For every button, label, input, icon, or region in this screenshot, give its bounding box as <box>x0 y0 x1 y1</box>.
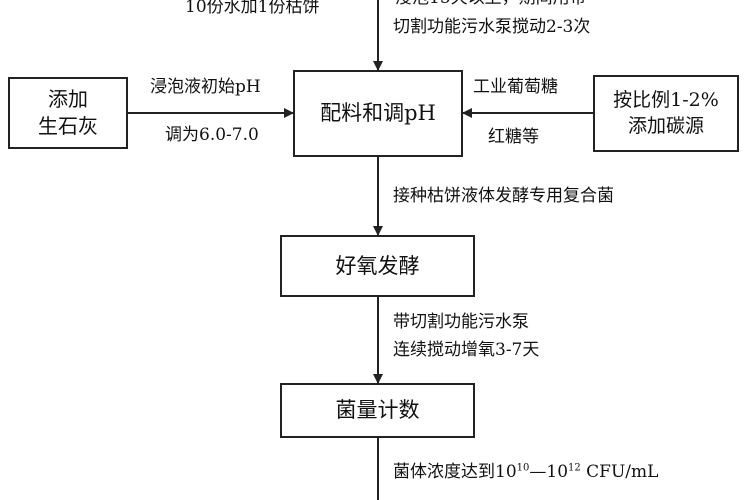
add-carbon-line1: 按比例1-2% <box>613 88 719 111</box>
add-lime-line1: 添加 <box>48 87 88 111</box>
cell-density-label: 菌体浓度达到1010—1012 CFU/mL <box>393 462 658 482</box>
soak-duration-note-2: 切割功能污水泵搅动2-3次 <box>393 17 591 37</box>
add-lime-box: 添加 生石灰 <box>8 77 128 149</box>
initial-ph-label: 浸泡液初始pH <box>150 77 261 97</box>
density-prefix: 菌体浓度达到10 <box>393 462 517 482</box>
pump-label-1: 带切割功能污水泵 <box>393 312 529 332</box>
aerobic-fermentation-box: 好氧发酵 <box>280 235 475 297</box>
add-carbon-box: 按比例1-2% 添加碳源 <box>593 75 739 152</box>
pump-label-2: 连续搅动增氧3-7天 <box>393 340 540 360</box>
density-exponent-high: 12 <box>568 462 581 474</box>
brown-sugar-label: 红糖等 <box>488 127 539 147</box>
inoculate-label: 接种枯饼液体发酵专用复合菌 <box>393 186 614 206</box>
glucose-label: 工业葡萄糖 <box>473 77 558 97</box>
density-unit: CFU/mL <box>580 462 659 482</box>
density-mid: —10 <box>529 462 569 482</box>
mix-adjust-ph-box: 配料和调pH <box>293 70 463 157</box>
bacteria-count-box: 菌量计数 <box>280 383 475 438</box>
soak-ratio-note: 10份水加1份枯饼 <box>185 0 320 17</box>
add-lime-line2: 生石灰 <box>38 114 98 138</box>
ph-range-label: 调为6.0-7.0 <box>165 125 259 145</box>
density-exponent-low: 10 <box>516 462 530 474</box>
add-carbon-line2: 添加碳源 <box>627 114 704 137</box>
soak-duration-note-1: 浸泡15天以上，期间用带 <box>395 0 587 8</box>
